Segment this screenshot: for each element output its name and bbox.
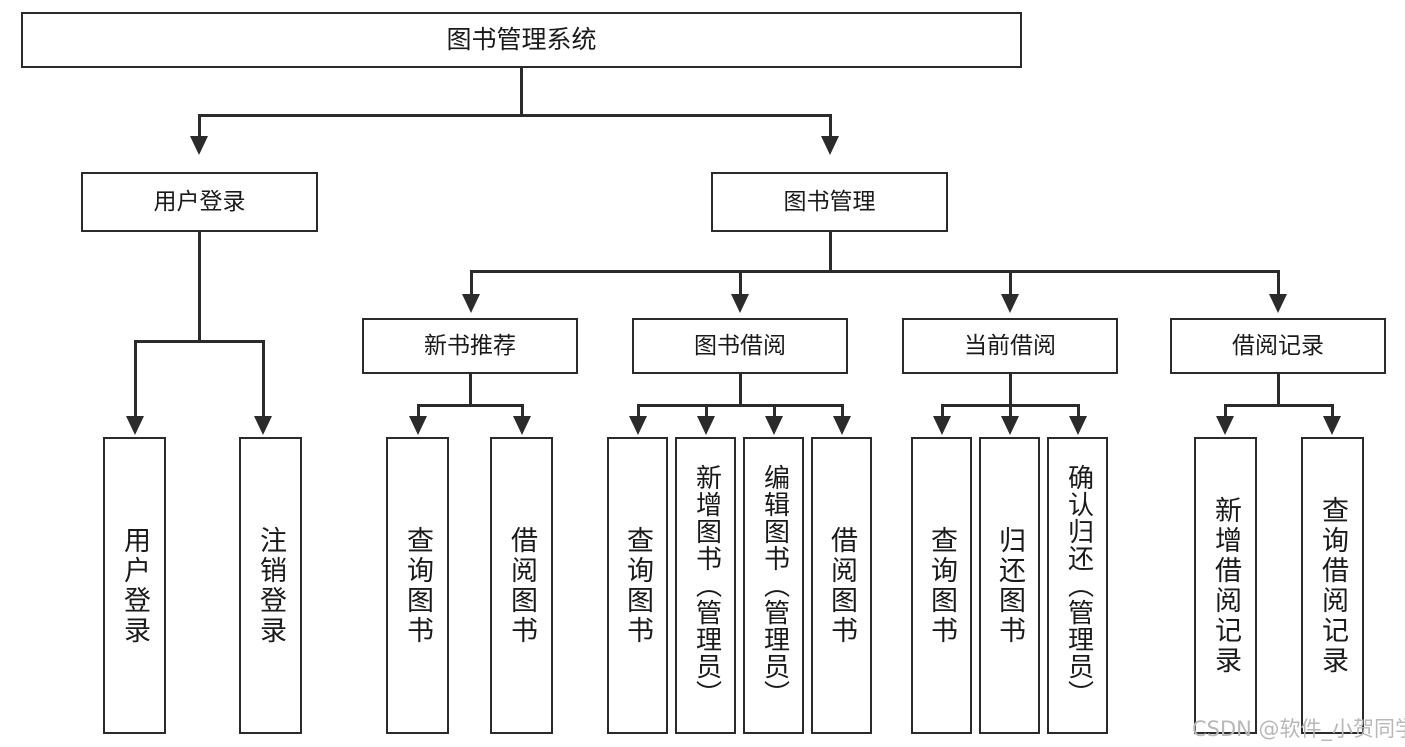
node-label: 图书管理系统	[446, 24, 597, 54]
connector-drop-br-query	[1331, 404, 1334, 418]
arrowhead-book-manage	[821, 136, 839, 155]
connector-borrow-record-bus	[1224, 404, 1334, 407]
connector-user-login-stem	[198, 232, 201, 342]
arrowhead-leaf-user-login	[126, 416, 144, 435]
connector-drop-leaf-user-login	[134, 340, 137, 418]
connector-drop-book-manage	[829, 114, 832, 138]
leaf-cb-confirm-return-admin[interactable]: 确认归还（管理员）	[1047, 437, 1108, 734]
connector-drop-user-login	[198, 114, 201, 138]
arrowhead-br-add	[1216, 416, 1234, 435]
arrowhead-leaf-logout	[254, 416, 272, 435]
node-label: 新书推荐	[424, 332, 516, 359]
connector-root-stem	[520, 68, 523, 116]
node-label: 新增图书（管理员）	[691, 464, 722, 707]
connector-drop-nb-query	[417, 404, 420, 418]
leaf-bb-add-book-admin[interactable]: 新增图书（管理员）	[675, 437, 736, 734]
node-label: 确认归还（管理员）	[1063, 464, 1094, 707]
connector-drop-current-borrow	[1009, 270, 1012, 296]
node-user-login[interactable]: 用户登录	[81, 172, 318, 232]
leaf-nb-query-book[interactable]: 查询图书	[386, 437, 449, 734]
node-label: 查询图书	[402, 525, 434, 646]
node-label: 查询借阅记录	[1317, 495, 1349, 676]
leaf-bb-query-book[interactable]: 查询图书	[607, 437, 668, 734]
arrowhead-bb-borrow	[833, 416, 851, 435]
connector-root-bus	[198, 114, 832, 117]
connector-drop-cb-confirm	[1077, 404, 1080, 418]
node-label: 图书管理	[783, 188, 876, 215]
node-label: 查询图书	[926, 525, 958, 646]
arrowhead-nb-borrow	[513, 416, 531, 435]
arrowhead-bb-add	[697, 416, 715, 435]
connector-borrow-record-stem	[1277, 374, 1280, 406]
node-label: 归还图书	[994, 525, 1026, 646]
leaf-logout[interactable]: 注销登录	[239, 437, 302, 734]
arrowhead-cb-return	[1001, 416, 1019, 435]
connector-drop-leaf-logout	[262, 340, 265, 418]
connector-book-borrow-stem	[739, 374, 742, 406]
connector-drop-bb-borrow	[841, 404, 844, 418]
node-label: 新增借阅记录	[1210, 495, 1242, 676]
arrowhead-cb-query	[933, 416, 951, 435]
node-new-book-recommend[interactable]: 新书推荐	[362, 318, 578, 374]
arrowhead-borrow-record	[1269, 294, 1287, 313]
connector-drop-cb-return	[1009, 404, 1012, 418]
arrowhead-user-login	[190, 136, 208, 155]
connector-new-book-bus	[417, 404, 524, 407]
node-label: 借阅记录	[1232, 332, 1324, 359]
connector-book-borrow-bus	[637, 404, 844, 407]
connector-drop-nb-borrow	[521, 404, 524, 418]
leaf-cb-query-book[interactable]: 查询图书	[911, 437, 972, 734]
connector-book-manage-stem	[829, 232, 832, 272]
node-label: 注销登录	[255, 525, 287, 646]
connector-drop-br-add	[1224, 404, 1227, 418]
connector-drop-bb-edit	[773, 404, 776, 418]
arrowhead-cb-confirm	[1069, 416, 1087, 435]
node-borrow-record[interactable]: 借阅记录	[1170, 318, 1386, 374]
connector-drop-book-borrow	[739, 270, 742, 296]
arrowhead-current-borrow	[1001, 294, 1019, 313]
node-label: 用户登录	[153, 188, 246, 215]
node-label: 借阅图书	[506, 525, 538, 646]
arrowhead-br-query	[1323, 416, 1341, 435]
connector-drop-borrow-record	[1277, 270, 1280, 296]
leaf-bb-edit-book-admin[interactable]: 编辑图书（管理员）	[743, 437, 804, 734]
arrowhead-nb-query	[409, 416, 427, 435]
leaf-br-add-record[interactable]: 新增借阅记录	[1194, 437, 1257, 734]
leaf-br-query-record[interactable]: 查询借阅记录	[1301, 437, 1364, 734]
connector-user-login-bus	[134, 340, 265, 343]
connector-new-book-stem	[469, 374, 472, 406]
leaf-user-login[interactable]: 用户登录	[103, 437, 166, 734]
connector-drop-cb-query	[941, 404, 944, 418]
arrowhead-new-books	[462, 294, 480, 313]
node-label: 查询图书	[622, 525, 654, 646]
connector-current-borrow-stem	[1009, 374, 1012, 406]
node-label: 当前借阅	[964, 332, 1056, 359]
connector-drop-bb-add	[705, 404, 708, 418]
node-label: 用户登录	[119, 525, 151, 646]
node-book-management[interactable]: 图书管理	[711, 172, 948, 232]
node-current-borrow[interactable]: 当前借阅	[902, 318, 1118, 374]
arrowhead-bb-edit	[765, 416, 783, 435]
node-book-borrow[interactable]: 图书借阅	[632, 318, 848, 374]
leaf-cb-return-book[interactable]: 归还图书	[979, 437, 1040, 734]
leaf-bb-borrow-book[interactable]: 借阅图书	[811, 437, 872, 734]
arrowhead-book-borrow	[731, 294, 749, 313]
leaf-nb-borrow-book[interactable]: 借阅图书	[490, 437, 553, 734]
node-label: 编辑图书（管理员）	[759, 464, 790, 707]
node-label: 图书借阅	[694, 332, 786, 359]
connector-book-manage-bus	[470, 270, 1280, 273]
arrowhead-bb-query	[629, 416, 647, 435]
connector-drop-new-books	[470, 270, 473, 296]
connector-drop-bb-query	[637, 404, 640, 418]
node-root-system[interactable]: 图书管理系统	[21, 12, 1022, 68]
node-label: 借阅图书	[826, 525, 858, 646]
